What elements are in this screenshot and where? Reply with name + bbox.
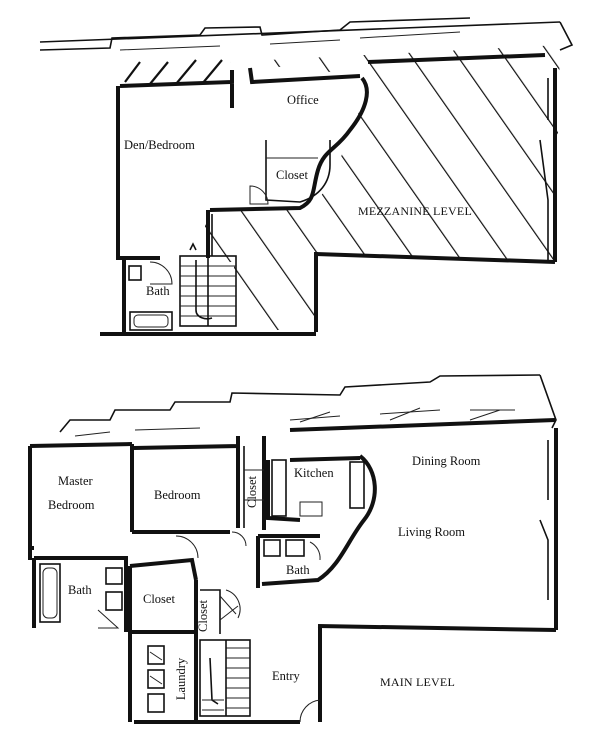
master-bottom-left [28,546,34,560]
room-label-bath-right: Bath [286,563,310,577]
room-label-living-room: Living Room [398,525,466,539]
hall-door-swing [175,535,199,559]
laundry-sink [147,693,165,713]
master-bath-door [97,609,120,629]
living-top-wall [289,418,556,432]
main-window-trim-2 [74,409,515,437]
closet-door-swing [231,531,247,547]
master-bathtub-inner [42,567,58,619]
kitchen-left-counter [266,460,301,522]
room-label-small-closet: Closet [195,600,210,632]
mezzanine-top-hatch [124,59,223,85]
kitchen-sink [299,501,323,517]
mezzanine-plan [39,17,574,336]
kitchen-curved-wall [261,454,377,586]
small-closet-bifold [219,595,239,621]
master-bathtub [39,563,61,623]
mezz-bottom-right-wall [315,252,556,264]
closet-doors [244,469,264,501]
mezz-window-trim [39,17,471,51]
mezz-right-inner [539,78,549,260]
level-label-mezzanine: MEZZANINE LEVEL [358,204,472,218]
small-closet-walls [200,589,221,634]
kitchen-range [349,461,365,509]
main-corner [539,374,557,429]
room-label-office: Office [287,93,319,107]
room-label-bedroom: Bedroom [154,488,201,502]
room-label-entry: Entry [272,669,300,683]
mezz-top-wall [248,67,361,85]
appliance-marks [149,651,163,685]
room-label-laundry: Laundry [174,657,189,701]
mezz-corner [559,21,574,51]
mezz-bathtub-inner [133,314,169,328]
room-label-hall-closet: Closet [143,592,175,606]
room-label-closet-vertical: Closet [244,476,259,508]
bedroom-top-wall [133,436,240,450]
level-label-main: MAIN LEVEL [380,675,455,689]
main-plan [28,374,558,724]
living-right-inner [539,440,549,600]
mezzanine-void-hatch [205,45,560,330]
bath-right-sink [285,539,305,557]
main-stairs [199,639,251,717]
hall-closet-top-wall [129,557,198,581]
dryer [147,669,165,689]
room-label-master-bath: Bath [68,583,92,597]
master-top-wall [29,442,133,448]
master-bath-sink [105,591,123,611]
living-bottom-wall [317,624,557,632]
mezz-closet-outline [265,140,331,203]
room-label-mezz-closet: Closet [276,168,308,182]
mezz-top-right-wall [367,53,546,64]
master-bath-toilet [105,567,123,585]
washer [147,645,165,665]
mezz-bath-door-swing [149,261,173,285]
main-window-trim [59,374,541,433]
small-closet-door [225,589,241,619]
den-door-swing [249,185,269,205]
room-label-den-bedroom: Den/Bedroom [124,138,195,152]
bath-right-door [309,541,321,561]
room-label-mezz-bath: Bath [146,284,170,298]
mezz-toilet [128,265,142,281]
mezz-top-left-wall [119,70,234,88]
mezz-stairs [179,242,237,327]
room-label-master-line1: Master [58,474,93,488]
kitchen-top-counter [289,456,361,462]
kitchen-counter [271,459,287,517]
room-label-dining-room: Dining Room [412,454,481,468]
room-label-kitchen: Kitchen [294,466,334,480]
room-label-master-line2: Bedroom [48,498,95,512]
mezz-window-trim-2 [119,31,461,51]
mezz-bathtub [129,311,173,331]
entry-door-swing [299,699,321,723]
main-window-sills [299,407,501,423]
bath-right-toilet [263,539,281,557]
master-bath-walls [34,556,128,632]
